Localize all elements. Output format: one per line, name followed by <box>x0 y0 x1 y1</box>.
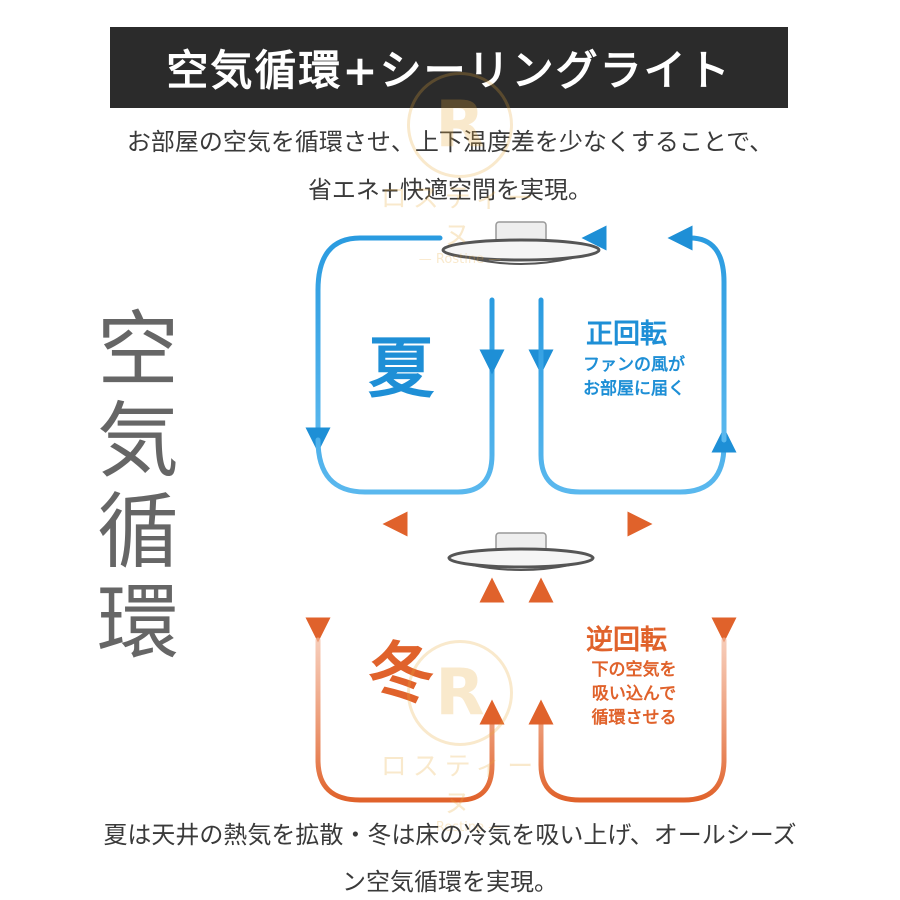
reverse-desc-line-2: 吸い込んで <box>591 684 677 704</box>
ceiling-fan-light-icon <box>447 532 595 571</box>
vertical-char: 循 <box>96 485 179 580</box>
forward-rotation-desc: ファンの風が お部屋に届く <box>572 353 696 401</box>
summer-label: 夏 <box>368 330 434 407</box>
vertical-char: 空 <box>96 303 179 398</box>
watermark-sub: — Rostine — <box>418 820 502 835</box>
watermark-letter: R <box>407 72 513 178</box>
watermark-sub: — Rostine — <box>418 252 502 267</box>
reverse-desc-line-3: 循環させる <box>591 708 677 728</box>
vertical-char: 環 <box>96 576 179 671</box>
forward-rotation-label: 正回転 <box>586 319 667 350</box>
watermark-logo: R ロスティーヌ — Rostine — <box>375 640 545 835</box>
ceiling-fan-light-icon <box>441 221 601 265</box>
winter-airflow-arrows <box>305 511 737 803</box>
watermark-name: ロスティーヌ <box>380 184 540 251</box>
forward-desc-line-2: お部屋に届く <box>583 379 685 399</box>
summer-airflow-arrows <box>305 225 737 495</box>
footer-line-1: 夏は天井の熱気を拡散・冬は床の冷気を吸い上げ、オールシーズ <box>103 821 797 849</box>
watermark-name: ロスティーヌ <box>380 752 540 819</box>
forward-desc-line-1: ファンの風が <box>583 355 685 375</box>
vertical-title: 空 気 循 環 <box>92 305 184 669</box>
watermark-logo: R ロスティーヌ — Rostine — <box>375 72 545 267</box>
intro-line-2: 省エネ+快適空間を実現。 <box>307 176 593 204</box>
footer-line-2: ン空気循環を実現。 <box>342 868 558 896</box>
reverse-rotation-desc: 下の空気を 吸い込んで 循環させる <box>572 658 696 730</box>
reverse-desc-line-1: 下の空気を <box>591 660 677 680</box>
reverse-rotation-label: 逆回転 <box>586 625 667 656</box>
watermark-letter: R <box>407 640 513 746</box>
vertical-char: 気 <box>96 394 179 489</box>
